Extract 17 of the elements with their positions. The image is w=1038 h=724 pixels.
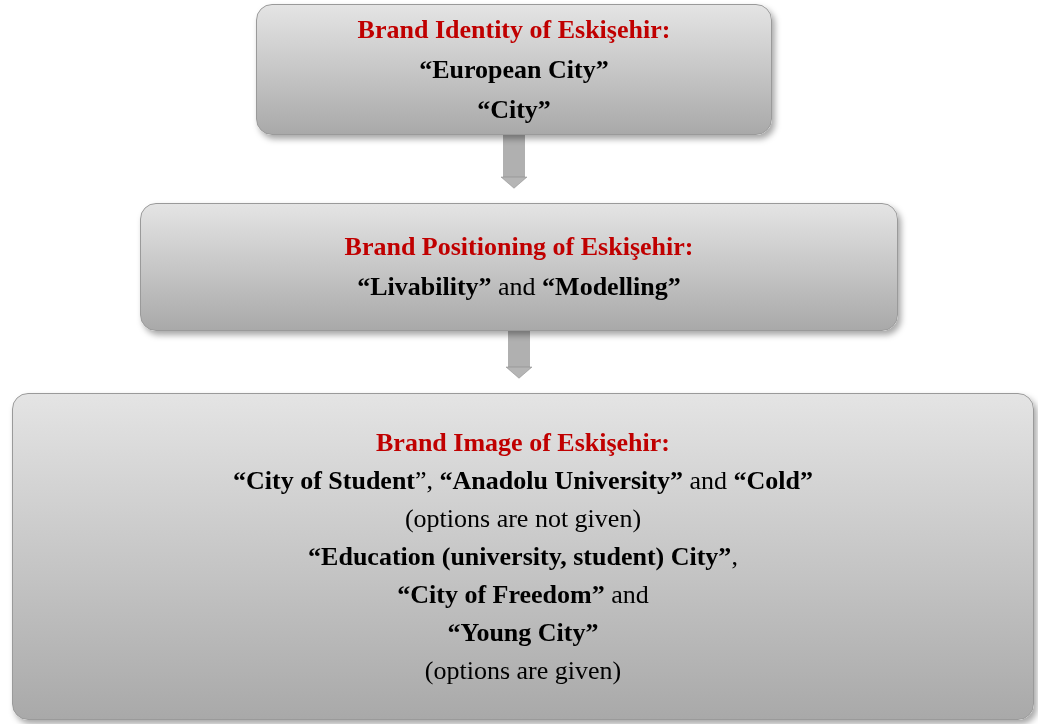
block-arrow [500,135,528,189]
box-text: “Young City” [447,616,599,649]
box-text: (options are given) [424,654,622,687]
box-text: “Education (university, student) City”, [308,540,738,573]
box-text: “European City” [419,53,609,86]
box-text: “City of Freedom” and [397,578,649,611]
box-text: “Livability” and “Modelling” [357,271,681,303]
process-box [256,4,772,135]
process-box [12,393,1034,720]
block-arrow [505,331,533,379]
box-text: (options are not given) [404,502,642,535]
box-text: “City of Student”, “Anadolu University” and “Cold” [233,464,813,497]
process-box [140,203,898,331]
box-heading: Brand Positioning of Eskişehir: [344,231,694,263]
box-heading: Brand Image of Eskişehir: [376,426,670,459]
box-heading: Brand Identity of Eskişehir: [357,13,671,46]
box-text: “City” [477,93,551,126]
